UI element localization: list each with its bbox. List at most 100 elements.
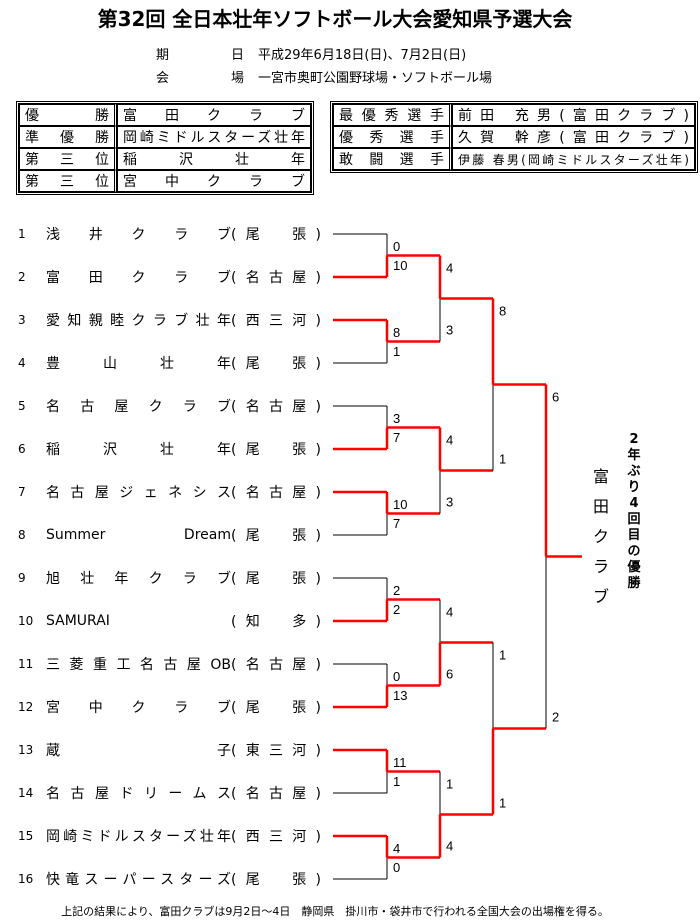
team-name: 宮中クラブ <box>46 700 231 716</box>
page-title: 第32回 全日本壮年ソフトボール大会愛知県予選大会 <box>97 7 573 31</box>
team-region: (名古屋) <box>231 270 321 286</box>
team-row: 6 稲沢壮年(尾 張) <box>0 439 321 459</box>
team-region: (知 多) <box>231 614 321 630</box>
team-number: 5 <box>18 399 26 413</box>
team-row: 1 浅井クラブ(尾 張) <box>0 224 321 244</box>
team-region: (名古屋) <box>231 399 321 415</box>
team-number: 2 <box>18 270 26 284</box>
team-name: 三菱重工名古屋OB <box>46 657 231 673</box>
score-label: 10 <box>393 258 407 273</box>
score-label: 3 <box>446 323 453 338</box>
team-number: 7 <box>18 485 26 499</box>
team-name: 浅井クラブ <box>46 227 231 243</box>
score-label: 7 <box>393 430 400 445</box>
award-value: 久賀 幹彦(富田クラブ) <box>452 126 695 148</box>
team-number: 4 <box>18 356 26 370</box>
award-value: 前田 充男(富田クラブ) <box>452 104 695 126</box>
awards-table: 最優秀選手前田 充男(富田クラブ) 優秀選手久賀 幹彦(富田クラブ) 敢闘選手伊… <box>330 101 698 173</box>
result-value: 稲沢壮年 <box>117 148 311 170</box>
team-row: 7 名古屋ジェネシス(名古屋) <box>0 482 321 502</box>
team-name: Summer Dream <box>46 527 231 543</box>
team-region: (尾 張) <box>231 227 321 243</box>
team-region: (尾 張) <box>231 571 321 587</box>
team-number: 12 <box>18 700 34 714</box>
award-label: 敢闘選手 <box>333 148 452 170</box>
result-value: 宮中クラブ <box>117 170 311 192</box>
result-label: 第三位 <box>19 170 117 192</box>
info-label: 期 <box>156 48 170 63</box>
score-label: 6 <box>552 390 559 405</box>
result-label: 準優勝 <box>19 126 117 148</box>
score-label: 2 <box>393 602 400 617</box>
score-label: 7 <box>393 516 400 531</box>
team-row: 2 富田クラブ(名古屋) <box>0 267 321 287</box>
score-label: 6 <box>446 667 453 682</box>
footer-note: 上記の結果により、富田クラブは9月2日～4日 静岡県 掛川市・袋井市で行われる全… <box>61 905 609 918</box>
award-label: 最優秀選手 <box>333 104 452 126</box>
team-row: 11 三菱重工名古屋OB(名古屋) <box>0 654 321 674</box>
team-number: 15 <box>18 829 34 843</box>
result-value: 岡崎ミドルスターズ壮年 <box>117 126 311 148</box>
team-region: (名古屋) <box>231 657 321 673</box>
score-label: 11 <box>393 755 407 770</box>
info-venue: 会場 一宮市奥町公園野球場・ソフトボール場 <box>156 67 492 86</box>
team-region: (名古屋) <box>231 485 321 501</box>
score-label: 8 <box>393 325 400 340</box>
team-name: 快竜スーパースターズ <box>46 872 231 888</box>
team-row: 4 豊山壮年(尾 張) <box>0 353 321 373</box>
result-label: 優 勝 <box>19 104 117 126</box>
score-label: 0 <box>393 860 400 875</box>
score-label: 8 <box>499 304 506 319</box>
score-label: 2 <box>552 710 559 725</box>
score-label: 0 <box>393 669 400 684</box>
team-region: (西三河) <box>231 829 321 845</box>
score-label: 1 <box>499 648 506 663</box>
result-value: 富田クラブ <box>117 104 311 126</box>
score-label: 4 <box>446 839 453 854</box>
team-name: 岡崎ミドルスターズ壮年 <box>46 829 231 845</box>
team-region: (尾 張) <box>231 528 321 544</box>
team-name: 名古屋ジェネシス <box>46 485 231 501</box>
result-label: 第三位 <box>19 148 117 170</box>
team-row: 15 岡崎ミドルスターズ壮年(西三河) <box>0 826 321 846</box>
team-number: 6 <box>18 442 26 456</box>
team-region: (尾 張) <box>231 700 321 716</box>
team-name: 稲沢壮年 <box>46 442 231 458</box>
score-label: 1 <box>499 796 506 811</box>
score-label: 1 <box>393 344 400 359</box>
team-region: (東三河) <box>231 743 321 759</box>
team-name: 名古屋クラブ <box>46 399 231 415</box>
team-row: 12 宮中クラブ(尾 張) <box>0 697 321 717</box>
score-label: 4 <box>393 841 400 856</box>
team-name: 愛知親睦クラブ壮年 <box>46 313 231 329</box>
champion-remark: 2年ぶり4回目の優勝 <box>627 432 641 591</box>
score-label: 1 <box>393 774 400 789</box>
champion-name: 富田クラブ <box>592 467 609 606</box>
score-label: 3 <box>446 495 453 510</box>
score-label: 13 <box>393 688 407 703</box>
team-row: 5 名古屋クラブ(名古屋) <box>0 396 321 416</box>
score-label: 0 <box>393 239 400 254</box>
results-table: 優 勝富田クラブ 準優勝岡崎ミドルスターズ壮年 第三位稲沢壮年 第三位宮中クラブ <box>16 101 314 195</box>
team-region: (西三河) <box>231 313 321 329</box>
team-name: 富田クラブ <box>46 270 231 286</box>
team-name: SAMURAI <box>46 613 110 629</box>
score-label: 4 <box>446 433 453 448</box>
team-number: 11 <box>18 657 34 671</box>
team-region: (尾 張) <box>231 442 321 458</box>
score-label: 4 <box>446 261 453 276</box>
team-region: (尾 張) <box>231 872 321 888</box>
team-number: 1 <box>18 227 26 241</box>
team-number: 13 <box>18 743 34 757</box>
info-date: 期日 平成29年6月18日(日)、7月2日(日) <box>156 44 466 63</box>
info-value: 平成29年6月18日(日)、7月2日(日) <box>258 48 467 63</box>
team-name: 豊山壮年 <box>46 356 231 372</box>
team-region: (尾 張) <box>231 356 321 372</box>
team-name: 蔵子 <box>46 743 231 759</box>
